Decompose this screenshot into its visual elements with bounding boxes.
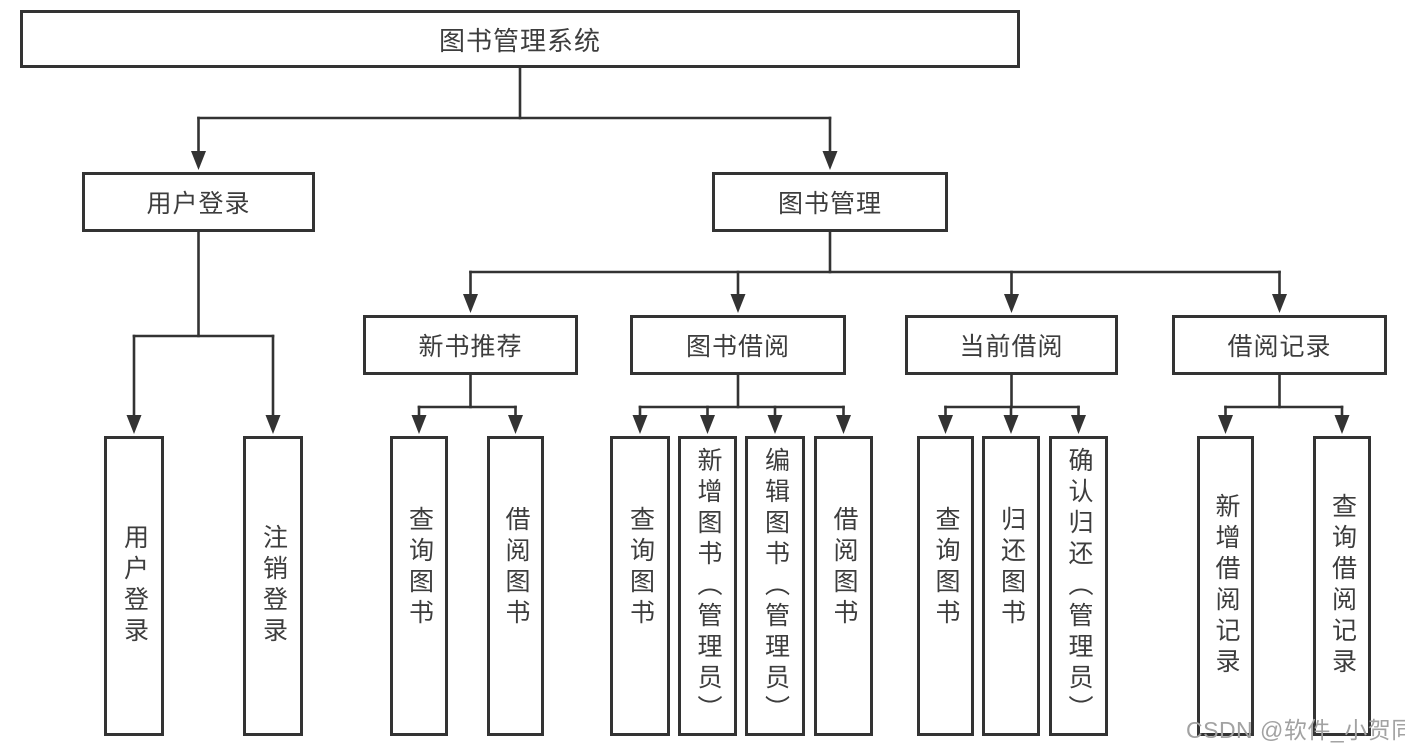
node-root: 图书管理系统: [20, 10, 1020, 68]
leaf-current-return-label: 归还图书: [997, 506, 1026, 630]
node-book-borrowing-label: 图书借阅: [685, 333, 790, 361]
node-new-book-recommend-label: 新书推荐: [418, 333, 523, 361]
node-new-book-recommend: 新书推荐: [363, 315, 578, 375]
leaf-records-add: 新增借阅记录: [1197, 436, 1254, 736]
leaf-borrowing-add-admin: 新增图书（管理员）: [678, 436, 737, 736]
leaf-newbook-query: 查询图书: [390, 436, 448, 736]
leaf-current-confirm-admin-label: 确认归还（管理员）: [1065, 446, 1093, 726]
leaf-borrowing-query: 查询图书: [610, 436, 670, 736]
leaf-user-login-label: 用户登录: [120, 524, 149, 648]
leaf-current-query: 查询图书: [917, 436, 974, 736]
leaf-user-login: 用户登录: [104, 436, 164, 736]
leaf-newbook-borrow: 借阅图书: [487, 436, 544, 736]
leaf-logout: 注销登录: [243, 436, 303, 736]
leaf-borrowing-edit-admin: 编辑图书（管理员）: [745, 436, 805, 736]
node-borrowing-records-label: 借阅记录: [1227, 333, 1332, 361]
leaf-borrowing-borrow-label: 借阅图书: [830, 506, 858, 630]
node-borrowing-records: 借阅记录: [1172, 315, 1387, 375]
node-current-borrowing-label: 当前借阅: [959, 333, 1064, 361]
node-book-borrowing: 图书借阅: [630, 315, 846, 375]
node-root-label: 图书管理系统: [438, 25, 601, 56]
leaf-borrowing-borrow: 借阅图书: [814, 436, 873, 736]
leaf-newbook-borrow-label: 借阅图书: [502, 506, 530, 630]
leaf-records-add-label: 新增借阅记录: [1212, 493, 1240, 679]
leaf-current-confirm-admin: 确认归还（管理员）: [1049, 436, 1108, 736]
watermark: CSDN @软件_小贺同学: [1186, 717, 1405, 743]
leaf-current-return: 归还图书: [982, 436, 1040, 736]
leaf-borrowing-edit-admin-label: 编辑图书（管理员）: [761, 446, 790, 726]
node-user-login-label: 用户登录: [146, 190, 251, 218]
node-current-borrowing: 当前借阅: [905, 315, 1118, 375]
leaf-logout-label: 注销登录: [259, 524, 288, 648]
node-book-management: 图书管理: [712, 172, 948, 232]
leaf-borrowing-add-admin-label: 新增图书（管理员）: [694, 446, 722, 726]
leaf-newbook-query-label: 查询图书: [405, 506, 434, 630]
leaf-current-query-label: 查询图书: [932, 506, 960, 630]
leaf-records-query-label: 查询借阅记录: [1328, 493, 1357, 679]
node-book-management-label: 图书管理: [777, 190, 882, 218]
node-user-login: 用户登录: [82, 172, 315, 232]
leaf-records-query: 查询借阅记录: [1313, 436, 1371, 736]
leaf-borrowing-query-label: 查询图书: [626, 506, 655, 630]
